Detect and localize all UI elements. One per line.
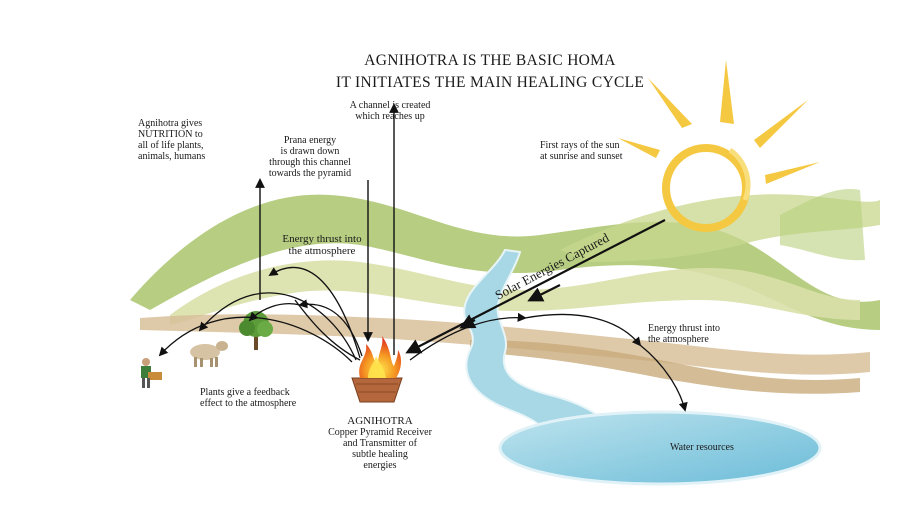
energy-thrust-left-label: Energy thrust into the atmosphere <box>262 233 382 257</box>
channel-label-line: A channel is created <box>349 100 431 111</box>
water-resources-label: Water resources <box>670 442 734 453</box>
plants-feedback-label: Plants give a feedback effect to the atm… <box>200 387 340 409</box>
right-hill <box>780 189 865 261</box>
nutrition-label-line: NUTRITION to <box>138 129 203 140</box>
brown-band <box>470 340 860 394</box>
channel-label: A channel is created which reaches up <box>330 100 450 122</box>
first-rays-label: First rays of the sun at sunrise and sun… <box>540 140 680 162</box>
agnihotra-heading: AGNIHOTRA <box>347 415 413 427</box>
prana-label-line: Prana energy <box>283 135 337 146</box>
agnihotra-label-line: and Transmitter of <box>343 438 417 449</box>
plants-feedback-line: effect to the atmosphere <box>200 398 297 409</box>
solar-arrows <box>405 219 666 354</box>
nutrition-label: Agnihotra gives NUTRITION to all of life… <box>138 118 248 162</box>
nutrition-label-line: animals, humans <box>138 151 206 162</box>
first-rays-label-line: at sunrise and sunset <box>540 151 623 162</box>
prana-label-line: through this channel <box>269 157 351 168</box>
agnihotra-label-line: subtle healing <box>352 449 408 460</box>
plants-feedback-line: Plants give a feedback <box>200 387 290 398</box>
sun-icon <box>618 60 820 232</box>
energy-thrust-right-line: the atmosphere <box>648 334 709 345</box>
prana-label-line: towards the pyramid <box>268 168 352 179</box>
nutrition-label-line: Agnihotra gives <box>138 118 203 129</box>
energy-thrust-left-line: the atmosphere <box>288 245 356 257</box>
title-line-2: IT INITIATES THE MAIN HEALING CYCLE <box>335 74 645 91</box>
agnihotra-label: AGNIHOTRA Copper Pyramid Receiver and Tr… <box>315 415 445 472</box>
channel-label-line: which reaches up <box>355 111 425 122</box>
energy-arcs-right <box>409 312 688 412</box>
energy-arcs-left <box>158 266 363 363</box>
agnihotra-label-line: energies <box>363 460 397 471</box>
energy-thrust-right-line: Energy thrust into <box>648 323 721 334</box>
light-hill <box>170 260 860 325</box>
channel-arrows <box>255 103 399 355</box>
cow-icon <box>190 341 228 367</box>
nutrition-label-line: all of life plants, <box>138 140 204 151</box>
lake <box>498 410 822 486</box>
farmer-icon <box>141 358 162 388</box>
energy-thrust-right-label: Energy thrust into the atmosphere <box>648 323 768 345</box>
energy-thrust-left-line: Energy thrust into <box>282 233 362 245</box>
river-and-lake <box>463 248 822 486</box>
solar-captured-arrow <box>405 219 666 354</box>
title-line-1: AGNIHOTRA IS THE BASIC HOMA <box>364 52 616 69</box>
fire-pyramid-icon <box>351 336 403 403</box>
agnihotra-label-line: Copper Pyramid Receiver <box>328 427 432 438</box>
first-rays-label-line: First rays of the sun <box>540 140 620 151</box>
prana-label: Prana energy is drawn down through this … <box>250 135 370 179</box>
prana-label-line: is drawn down <box>280 146 340 157</box>
tree-icon <box>239 311 273 350</box>
